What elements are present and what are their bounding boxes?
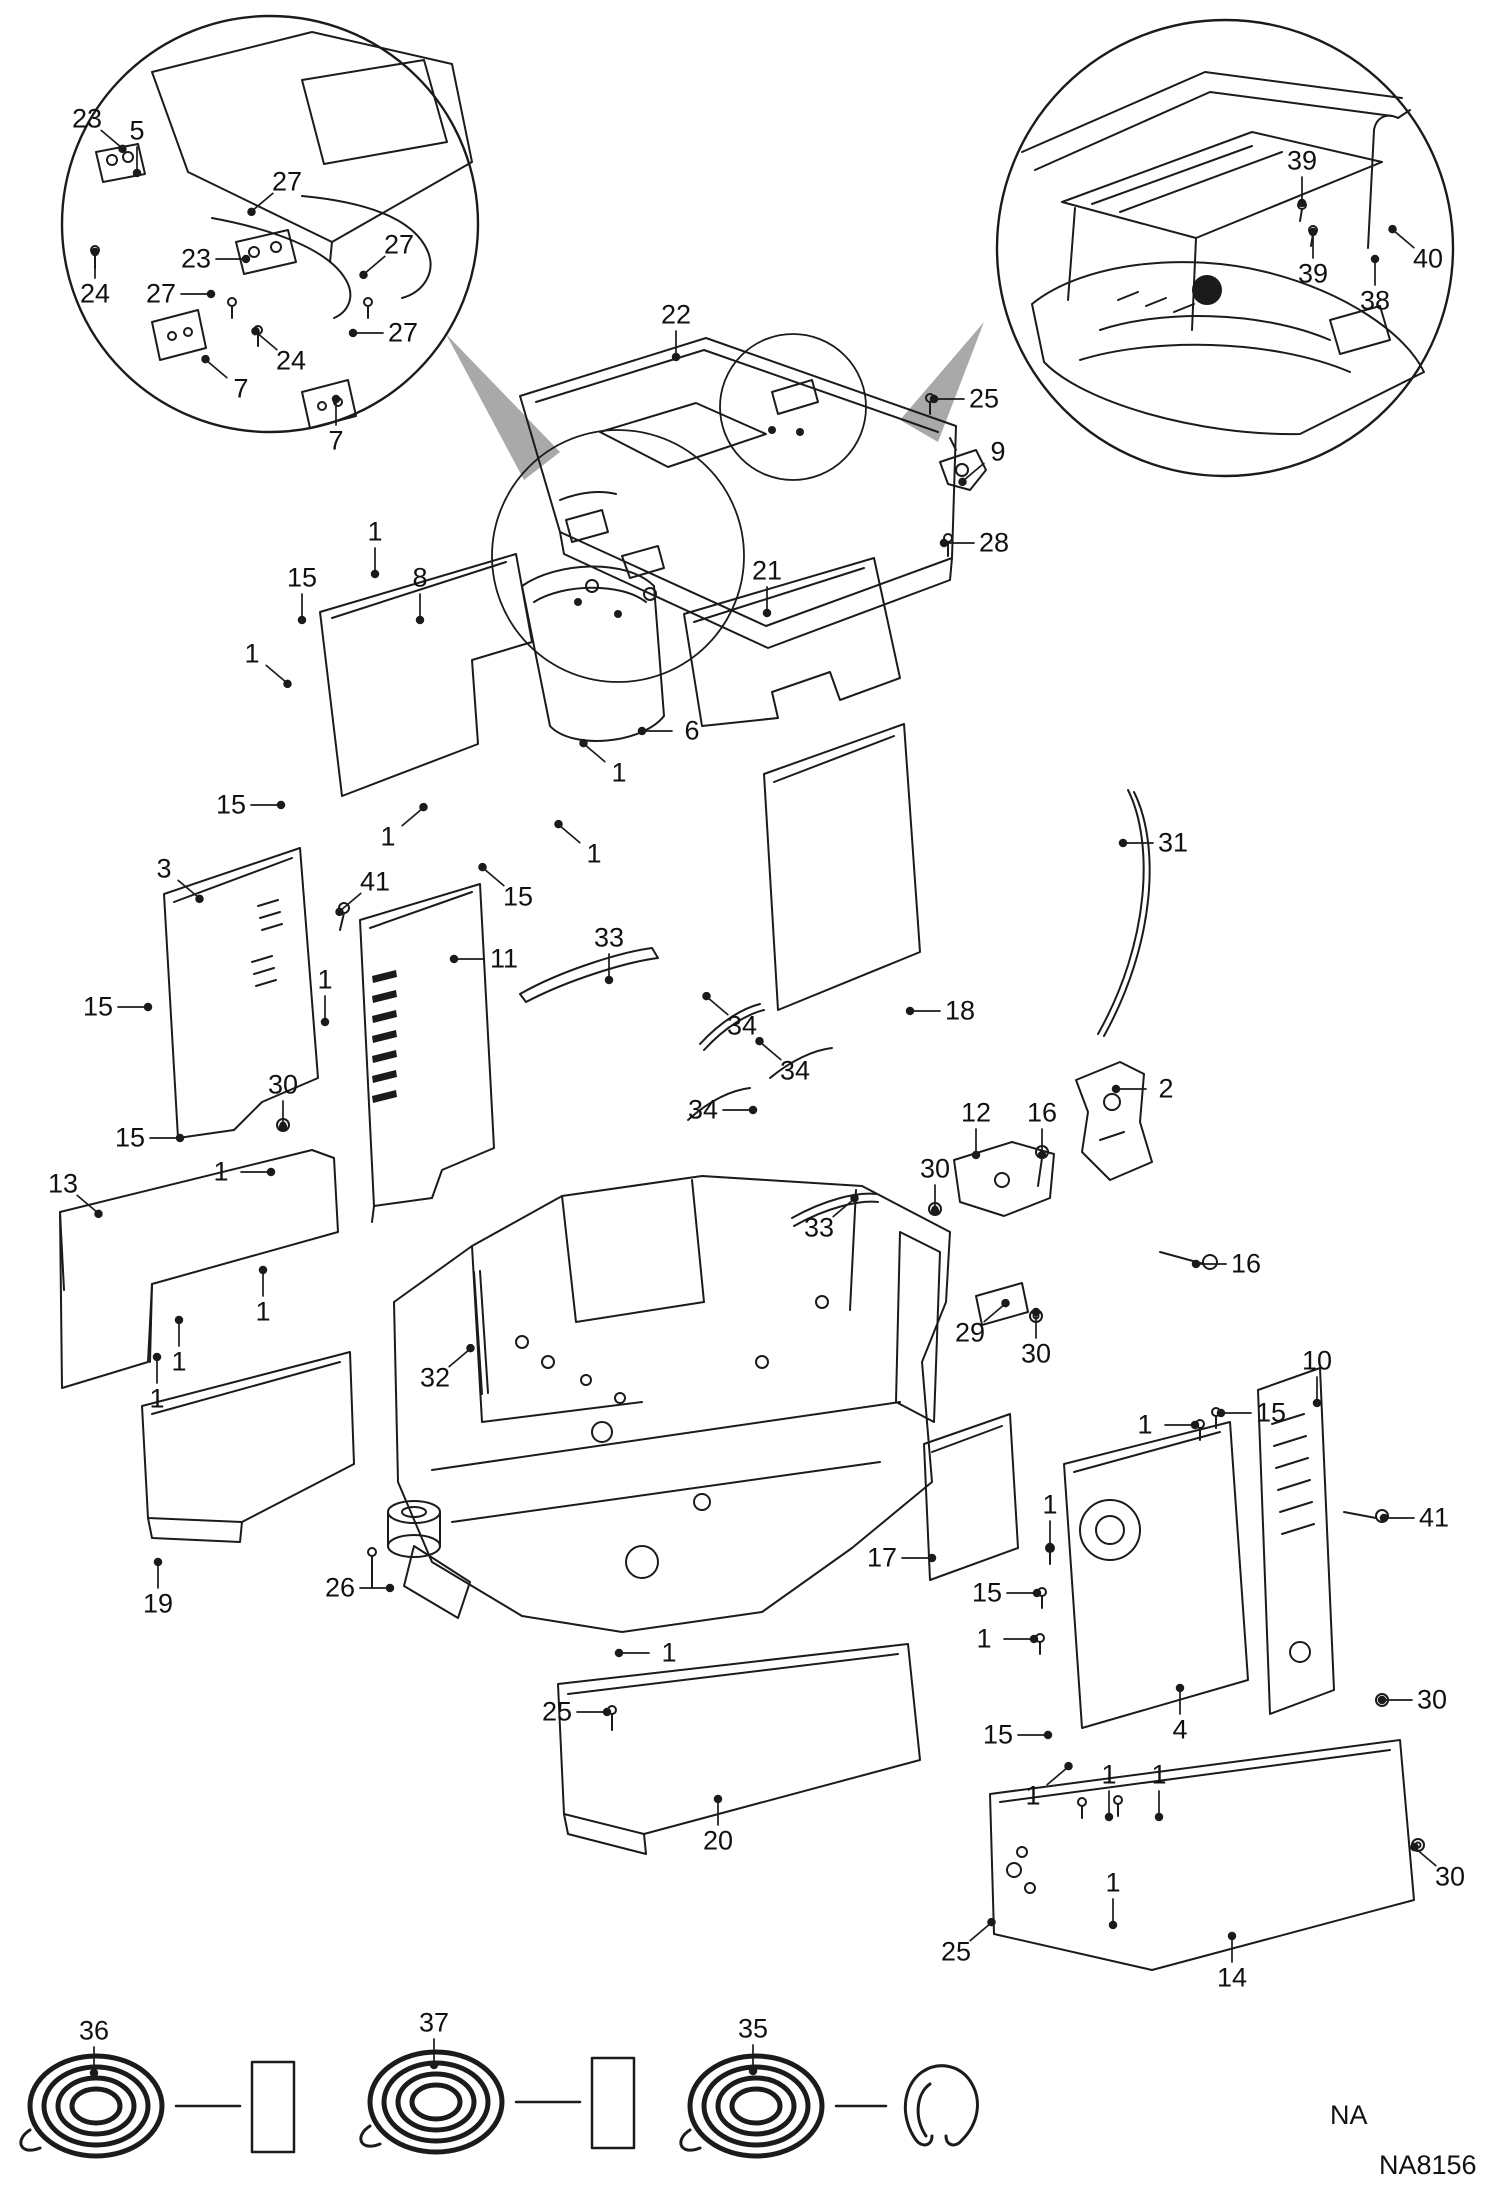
strip-37	[590, 2056, 636, 2150]
panel-10	[1257, 1367, 1335, 1715]
nuts-30	[276, 1118, 1425, 1852]
seal-33-lower	[791, 1192, 879, 1227]
panel-21	[683, 557, 901, 727]
tray-14	[989, 1739, 1415, 1971]
seal-33-upper	[519, 947, 659, 1003]
rod-27-a	[301, 195, 432, 299]
rod-40	[1367, 109, 1411, 249]
misc-screws	[338, 902, 1389, 1731]
tray-20	[557, 1643, 921, 1855]
detail-circle-latch	[491, 429, 745, 683]
latch-9	[939, 437, 987, 491]
seal-32	[473, 1270, 489, 1395]
detail-inset-left	[60, 14, 480, 434]
bracket-2	[1075, 1061, 1153, 1181]
bolt-16-right	[1159, 1251, 1218, 1270]
main-frame	[387, 1175, 951, 1633]
corner-label: NA	[1330, 2100, 1368, 2130]
door-panel-4	[1063, 1421, 1249, 1729]
drawing-id: NA8156	[1379, 2150, 1477, 2180]
detail-circle-corner	[719, 333, 867, 481]
tray-19	[141, 1351, 355, 1543]
leader-layer	[76, 129, 1437, 2078]
panel-3	[163, 847, 319, 1139]
machine-rear-detail	[1021, 71, 1425, 436]
hinge-bracket-23	[235, 229, 297, 275]
panel-11	[359, 883, 495, 1223]
detail-inset-right	[995, 18, 1455, 478]
cover-corner-detail	[151, 31, 473, 263]
top-cover-22	[519, 337, 957, 649]
inset-pointer-wedges	[446, 322, 984, 480]
panel-8	[319, 553, 533, 797]
strip-36	[250, 2060, 296, 2154]
plate-7-a	[151, 309, 207, 361]
hose-coil-35	[679, 2053, 825, 2159]
pivot-cylinder	[387, 1500, 471, 1619]
panel-18	[763, 723, 921, 1011]
seals-34	[687, 1003, 833, 1121]
panel-17	[923, 1413, 1019, 1581]
wire-clip-35	[903, 2064, 979, 2147]
hose-coil-36	[19, 2053, 165, 2159]
plate-29	[975, 1282, 1029, 1326]
plate-7-b	[301, 379, 357, 429]
rod-27-b	[211, 217, 352, 319]
tray-13	[59, 1149, 339, 1389]
seal-31	[1097, 789, 1151, 1037]
bracket-38	[1329, 305, 1391, 355]
bracket-12	[953, 1141, 1055, 1217]
inset-right-screws	[1297, 200, 1318, 247]
pin-26	[367, 1547, 377, 1589]
panel-6	[521, 565, 665, 742]
